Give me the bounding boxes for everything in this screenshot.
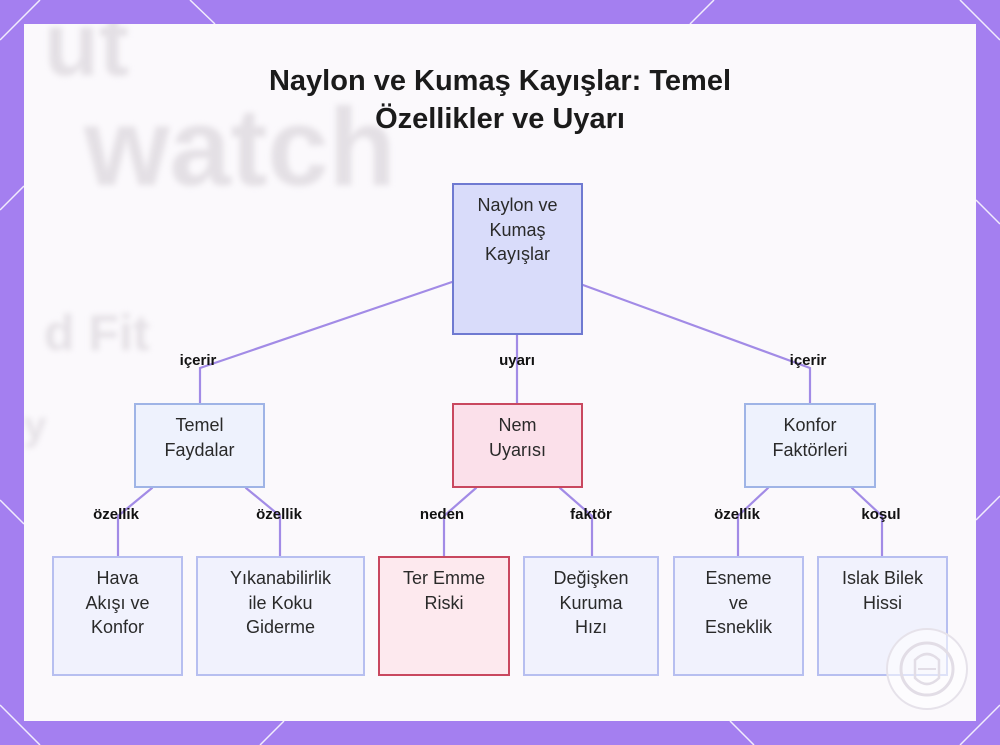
edge-label-root-warning: uyarı [499,352,535,369]
edge-warning-drying [558,486,594,558]
page-title: Naylon ve Kumaş Kayışlar: Temel Özellikl… [200,62,800,138]
edge-warning-sweat [442,486,478,558]
edge-comfort-stretch [736,486,770,558]
background-text-b: watch [84,86,396,209]
node-moisture-warning: Nem Uyarısı [452,403,583,488]
node-comfort-factors: Konfor Faktörleri [744,403,876,488]
node-drying-speed-line-1: Değişken [553,568,629,588]
node-root-line-3: Kayışlar [484,244,550,264]
node-drying-speed: Değişken Kuruma Hızı [523,556,659,676]
edge-label-comfort-stretch: özellik [714,506,760,523]
edge-label-root-basic: içerir [179,352,217,369]
node-stretch: Esneme ve Esneklik [673,556,804,676]
edge-label-warning-drying: faktör [570,506,612,523]
background-text-d: y [24,404,47,448]
node-basic-benefits-line-1: Temel [175,415,224,435]
node-moisture-warning-line-1: Nem [498,415,537,435]
edge-comfort-wet [850,486,884,558]
node-wet-wrist-line-2: Hissi [863,592,902,613]
node-stretch-line-3: Esneklik [704,617,773,637]
edge-basic-airflow [116,486,154,558]
node-drying-speed-line-2: Kuruma [559,592,623,613]
node-comfort-factors-line-1: Konfor [783,415,837,435]
node-washability-line-3: Giderme [245,617,315,637]
node-sweat-absorption-line-2: Riski [424,592,464,613]
node-comfort-factors-line-2: Faktörleri [772,439,848,460]
node-washability-line-2: ile Koku [248,592,313,613]
title-line-1: Naylon ve Kumaş Kayışlar: Temel [268,65,732,97]
node-sweat-absorption: Ter Emme Riski [378,556,510,676]
node-root-line-2: Kumaş [489,219,546,240]
watermark-logo-icon [886,628,968,710]
background-text-c: d Fit [44,305,150,361]
edge-label-root-comfort: içerir [789,352,827,369]
node-airflow-line-1: Hava [96,568,139,588]
background-text-a: ut [44,24,129,95]
node-airflow-line-2: Akışı ve [85,592,150,613]
edge-basic-wash [244,486,282,558]
edge-root-comfort [581,283,812,405]
node-basic-benefits: Temel Faydalar [134,403,265,488]
node-stretch-line-2: ve [728,592,748,613]
node-washability-line-1: Yıkanabilirlik [229,568,332,588]
node-moisture-warning-line-2: Uyarısı [488,439,546,460]
node-sweat-absorption-line-1: Ter Emme [402,568,485,588]
node-airflow-line-3: Konfor [90,617,145,637]
node-root-line-1: Naylon ve [477,195,558,215]
node-root: Naylon ve Kumaş Kayışlar [452,183,583,335]
title-line-2: Özellikler ve Uyarı [375,103,625,135]
edge-label-comfort-wet: koşul [861,506,901,523]
node-stretch-line-1: Esneme [705,568,772,588]
edge-root-basic [198,280,454,405]
node-washability: Yıkanabilirlik ile Koku Giderme [196,556,365,676]
node-wet-wrist-line-1: Islak Bilek [841,568,924,588]
edge-label-basic-wash: özellik [256,506,302,523]
edge-label-basic-airflow: özellik [93,506,139,523]
edge-label-warning-sweat: neden [419,506,465,523]
node-drying-speed-line-3: Hızı [574,617,607,637]
node-airflow: Hava Akışı ve Konfor [52,556,183,676]
node-basic-benefits-line-2: Faydalar [164,439,235,460]
